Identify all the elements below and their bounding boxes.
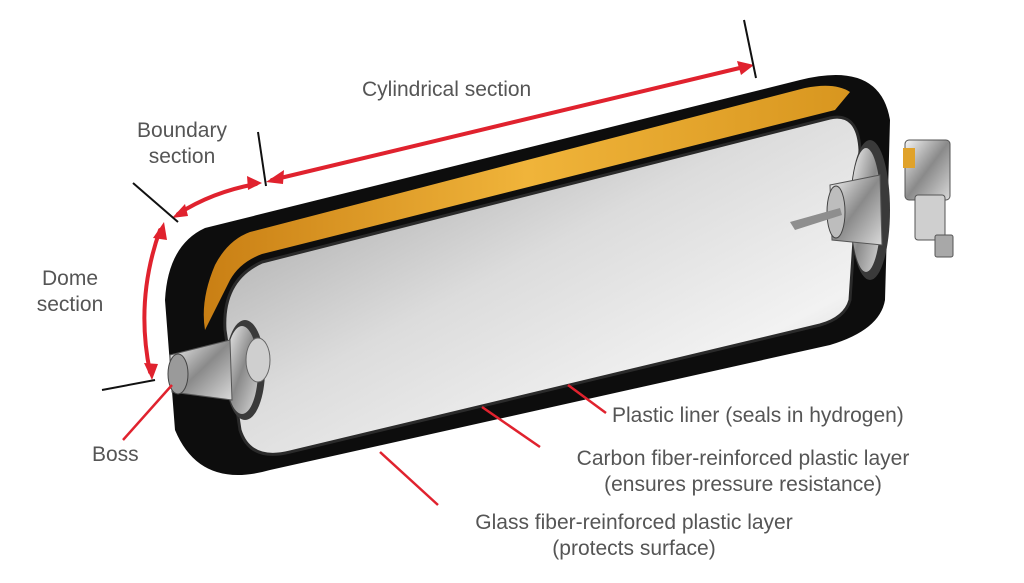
dome-arrow bbox=[142, 228, 162, 374]
label-cylindrical-section: Cylindrical section bbox=[362, 78, 532, 101]
label-boss: Boss bbox=[92, 443, 139, 466]
label-dome-section: Dome section bbox=[20, 266, 120, 318]
cylindrical-arrowhead-left bbox=[266, 170, 284, 184]
carbon-leader bbox=[481, 405, 541, 449]
dome-arrowhead-bottom bbox=[144, 363, 158, 380]
left-boss bbox=[167, 320, 271, 420]
cylindrical-arrowhead-right bbox=[737, 61, 754, 75]
label-plastic-liner: Plastic liner (seals in hydrogen) bbox=[612, 404, 904, 427]
tick-dome-base bbox=[101, 379, 156, 391]
label-boundary-line1: Boundary bbox=[137, 119, 227, 142]
label-dome-line2: section bbox=[36, 293, 104, 316]
glass-leader bbox=[379, 451, 439, 506]
tick-cylinder-end bbox=[743, 19, 757, 79]
tick-dome-boundary bbox=[132, 182, 179, 223]
label-boundary-line2: section bbox=[148, 145, 216, 168]
label-boundary-section: Boundary section bbox=[122, 118, 242, 170]
label-carbon-line2: (ensures pressure resistance) bbox=[604, 473, 882, 496]
carbon-layer-band bbox=[203, 85, 850, 330]
cylindrical-arrow bbox=[270, 64, 750, 182]
liner-leader bbox=[567, 383, 607, 415]
label-carbon-layer: Carbon fiber-reinforced plastic layer (e… bbox=[540, 446, 946, 498]
label-dome-line1: Dome bbox=[41, 267, 99, 290]
label-glass-layer: Glass fiber-reinforced plastic layer (pr… bbox=[440, 510, 828, 562]
liner-rim bbox=[223, 115, 862, 456]
label-glass-line1: Glass fiber-reinforced plastic layer bbox=[475, 511, 793, 534]
right-boss-valve bbox=[790, 139, 954, 280]
boundary-arrow bbox=[176, 182, 258, 216]
tick-cylinder-start bbox=[257, 131, 267, 187]
label-carbon-line1: Carbon fiber-reinforced plastic layer bbox=[576, 447, 910, 470]
boss-leader bbox=[122, 384, 173, 441]
boundary-arrowhead-left bbox=[172, 204, 188, 218]
dome-arrowhead-top bbox=[153, 222, 167, 240]
liner-cavity bbox=[224, 117, 860, 455]
boundary-arrowhead-right bbox=[247, 176, 262, 190]
label-glass-line2: (protects surface) bbox=[552, 537, 716, 560]
